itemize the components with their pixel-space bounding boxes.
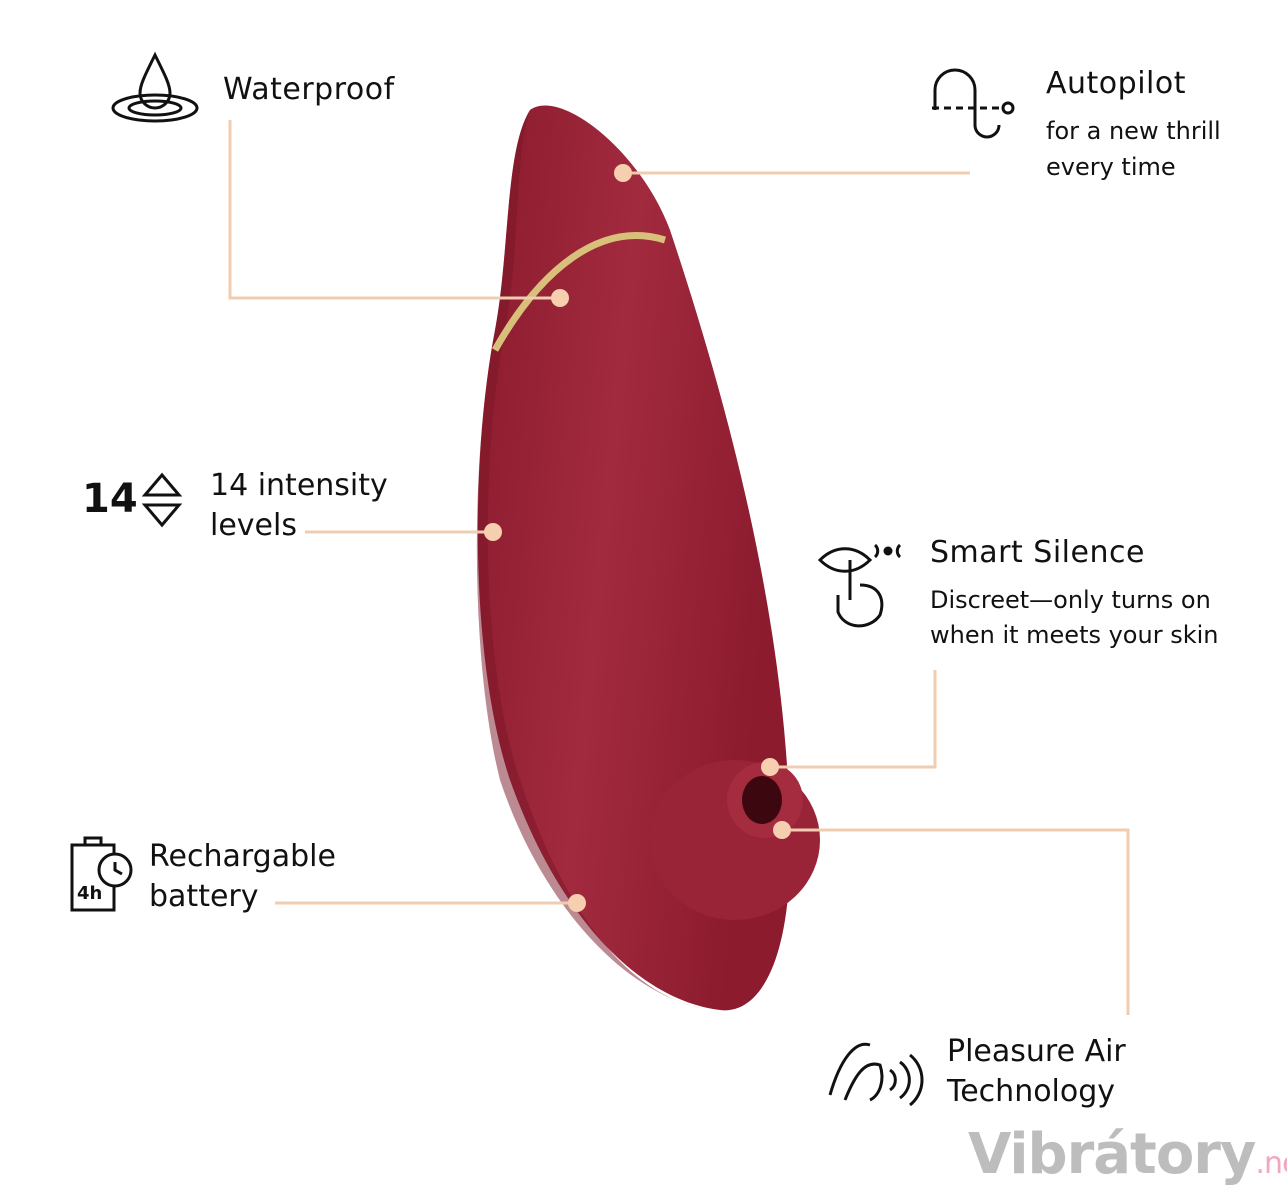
battery-badge: 4h — [77, 883, 103, 904]
autopilot-path-icon — [932, 68, 1015, 139]
gold-band — [491, 232, 667, 352]
watermark-suffix: .net — [1255, 1146, 1287, 1181]
nozzle-opening — [742, 776, 782, 824]
watermark-logo: Vibrátory.net — [968, 1122, 1287, 1187]
water-drop-icon — [111, 51, 199, 123]
battery-line1: Rechargable — [149, 839, 336, 874]
autopilot-title: Autopilot — [1046, 66, 1186, 101]
smart-silence-line2: when it meets your skin — [930, 621, 1219, 649]
pleasure-air-line1: Pleasure Air — [947, 1034, 1126, 1069]
leader-lines — [228, 120, 1130, 1015]
waterproof-title: Waterproof — [223, 72, 395, 107]
smart-silence-line1: Discreet—only turns on — [930, 586, 1211, 614]
up-down-arrows-icon — [141, 472, 183, 528]
intensity-line2: levels — [210, 508, 297, 543]
battery-clock-icon — [70, 836, 133, 912]
intensity-number: 14 — [82, 476, 138, 522]
intensity-line1: 14 intensity — [210, 468, 388, 503]
watermark-main: Vibrátory — [968, 1122, 1256, 1187]
smart-silence-title: Smart Silence — [930, 535, 1145, 570]
pleasure-air-line2: Technology — [947, 1074, 1116, 1109]
battery-line2: battery — [149, 879, 259, 914]
air-waves-icon — [828, 1042, 924, 1107]
callout-dots — [484, 164, 791, 912]
autopilot-line2: every time — [1046, 153, 1176, 181]
autopilot-line1: for a new thrill — [1046, 117, 1221, 145]
silence-lips-icon — [817, 543, 902, 628]
